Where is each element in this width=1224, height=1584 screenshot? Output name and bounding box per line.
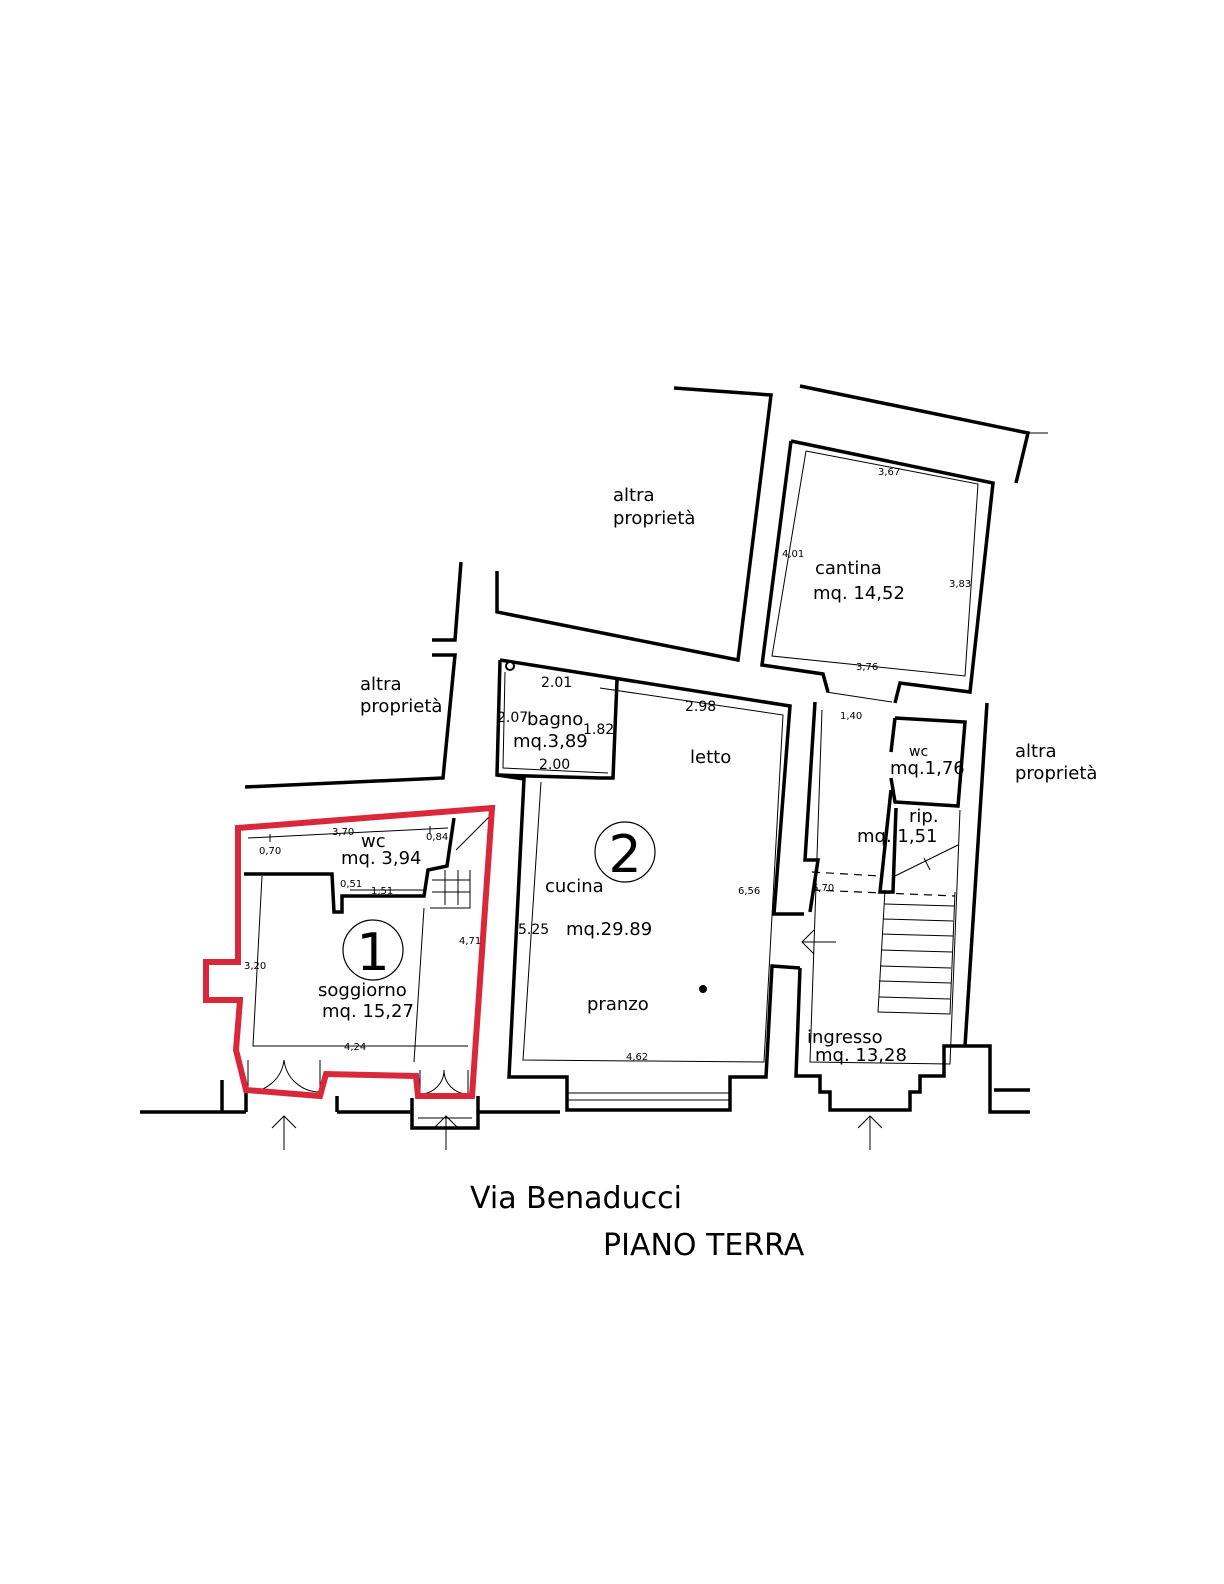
street-caption: Via Benaducci (470, 1181, 682, 1216)
unit1-interior (247, 815, 491, 1095)
bagno-name: bagno (527, 709, 583, 730)
staircase (877, 889, 956, 1015)
cucina-name: cucina (545, 876, 604, 897)
ingresso-name: ingresso (807, 1027, 883, 1048)
dim-wc-bottom: 1,51 (371, 886, 393, 897)
neighbour-walls (244, 384, 1048, 789)
dim-sogg-bottom: 4,24 (344, 1042, 366, 1053)
neighbour-label-left-line1: altra (360, 674, 402, 695)
dim-cantina-right: 3,83 (949, 579, 971, 590)
soggiorno-area: mq. 15,27 (322, 1001, 414, 1022)
letto-name: letto (690, 747, 731, 768)
ingresso-area: mq. 13,28 (815, 1045, 907, 1066)
neighbour-label-right-line1: altra (1015, 741, 1057, 762)
dim-cantina-left: 4,01 (782, 549, 804, 560)
soggiorno-name: soggiorno (318, 980, 407, 1001)
wc-left-area: mq. 3,94 (341, 848, 421, 869)
neighbour-label-top-line1: altra (613, 485, 655, 506)
dim-main-right: 6,56 (738, 886, 760, 897)
entrance-arrows (271, 929, 883, 1150)
dim-bagno-top: 2.01 (541, 675, 572, 691)
unit1-walls (140, 817, 560, 1130)
bagno-area: mq.3,89 (513, 731, 588, 752)
neighbour-label-left-line2: proprietà (360, 696, 442, 717)
unit1-highlight-outline (203, 804, 496, 1100)
dim-cantina-top: 3,67 (878, 467, 900, 478)
main-block (495, 658, 804, 1112)
neighbour-label-top-line2: proprietà (613, 508, 695, 529)
unit2-circle (594, 821, 656, 883)
dim-wc-small: 0,51 (340, 879, 362, 890)
cucina-area: mq.29.89 (566, 919, 652, 940)
dim-wc-top: 3,70 (332, 827, 354, 838)
floor-caption: PIANO TERRA (603, 1228, 805, 1263)
dim-sogg-right: 4,71 (459, 936, 481, 947)
wc-right-name: wc (909, 744, 928, 760)
unit2-number: 2 (608, 825, 641, 885)
dim-wc-left: 0,70 (259, 846, 281, 857)
dim-main-left: 5.25 (518, 922, 549, 938)
wc-right-area: mq.1,76 (890, 758, 965, 779)
wc-left-name: wc (361, 831, 386, 852)
cantina-area: mq. 14,52 (813, 583, 905, 604)
dim-bagno-left: 2.07 (497, 710, 528, 726)
unit1-number: 1 (356, 923, 389, 983)
neighbour-label-right-line2: proprietà (1015, 763, 1097, 784)
dim-letto-top: 2.98 (685, 699, 716, 715)
dim-wc-right: 0,84 (426, 832, 448, 843)
dim-sogg-left: 3,20 (244, 961, 266, 972)
rip-area: mq. 1,51 (857, 826, 937, 847)
dim-bagno-right: 1.82 (583, 722, 614, 738)
ingresso-block (794, 701, 1030, 1114)
dim-corridor: 1,40 (840, 711, 862, 722)
rip-name: rip. (909, 806, 939, 827)
dim-bagno-bottom: 2.00 (539, 757, 570, 773)
unit1-circle (342, 919, 404, 981)
dim-ingresso-height: 6,70 (812, 883, 834, 894)
dim-cantina-bottom: 3,76 (856, 662, 878, 673)
pranzo-name: pranzo (587, 994, 649, 1015)
cantina-name: cantina (815, 558, 882, 579)
cantina-room (760, 439, 995, 704)
dim-main-bottom: 4,62 (626, 1052, 648, 1063)
